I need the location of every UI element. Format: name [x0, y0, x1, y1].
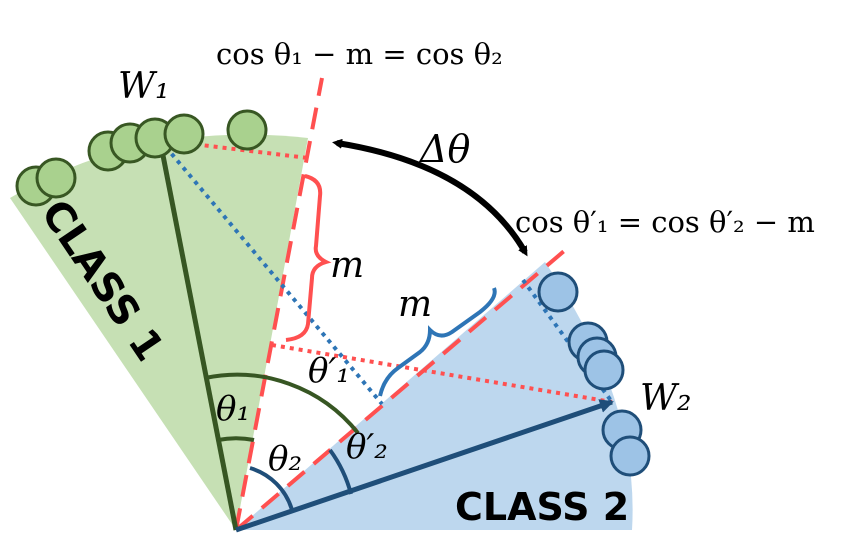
class2-point	[583, 349, 625, 391]
theta2-arc	[249, 466, 294, 511]
theta2-prime-label: θ′₂	[346, 427, 388, 467]
theta1-prime-arc	[204, 372, 360, 435]
m-label-red: m	[330, 245, 364, 286]
class2-region	[236, 262, 633, 530]
class2-label: CLASS 2	[455, 485, 629, 529]
w1-label: W₁	[118, 66, 169, 107]
class1-point	[226, 109, 268, 151]
red-margin-brace	[285, 174, 332, 342]
red-dotted-line-middle	[271, 343, 613, 404]
delta-theta-arrow	[332, 138, 528, 257]
boundary-line-class1	[234, 77, 324, 531]
m-label-blue: m	[398, 284, 432, 325]
class1-point	[163, 113, 205, 155]
theta1-arc	[217, 436, 255, 442]
class1-point	[35, 157, 77, 199]
w2-label: W₂	[640, 378, 691, 419]
class1-region	[10, 134, 308, 530]
blue-margin-brace	[378, 287, 497, 397]
w1-blue-dotted-line	[158, 138, 384, 406]
theta1-label: θ₁	[216, 389, 250, 429]
w1-red-dotted-line	[159, 138, 309, 160]
class2-point	[537, 271, 579, 313]
delta-theta-label: Δθ	[418, 127, 470, 171]
theta2-label: θ₂	[268, 439, 302, 479]
w2-vector	[235, 399, 614, 533]
boundary-line-class2	[234, 244, 572, 532]
class1-points	[15, 109, 268, 207]
equation-top: cos θ₁ − m = cos θ₂	[216, 37, 503, 71]
w1-vector	[157, 139, 239, 531]
class2-point	[609, 435, 651, 477]
class2-points	[537, 271, 651, 477]
equation-right: cos θ′₁ = cos θ′₂ − m	[515, 205, 815, 239]
theta2-prime-arc	[328, 448, 353, 495]
w2-blue-dotted-line	[521, 278, 614, 404]
theta1-prime-label: θ′₁	[308, 351, 350, 391]
